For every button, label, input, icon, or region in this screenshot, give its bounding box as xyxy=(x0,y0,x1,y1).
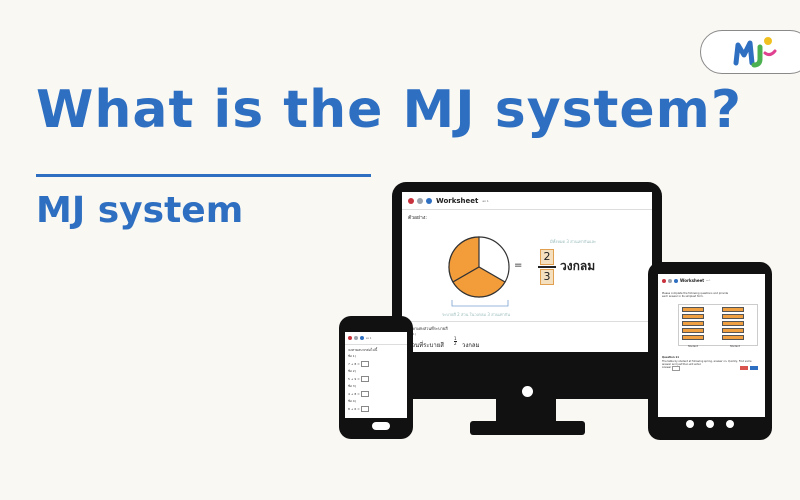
phone-question-label: จงหาผลบวกต่อไปนี้ xyxy=(348,348,378,352)
unit-label: วงกลม xyxy=(560,259,596,273)
tablet-bar-right xyxy=(722,328,745,333)
tablet-bar-left xyxy=(682,307,705,312)
phone-row-text: ข้อ 2) xyxy=(348,369,356,373)
grey-dot-icon xyxy=(668,278,672,283)
tablet-answer-input[interactable] xyxy=(672,366,680,371)
tablet-question-label: Question 11 xyxy=(662,356,679,359)
tablet-worksheet-title: Worksheet xyxy=(680,278,705,283)
tablet-bar-right xyxy=(722,307,745,312)
answer-suffix: วงกลม xyxy=(462,342,480,349)
denominator-box: 3 xyxy=(540,269,554,285)
tablet-question-text: The table by student at following spring… xyxy=(662,360,752,366)
tablet-button-back[interactable] xyxy=(686,420,694,428)
answer-prefix: ส่วนที่ระบายสี xyxy=(408,342,444,349)
phone-screen: ex 1 จงหาผลบวกต่อไปนี้ ข้อ 1) 7 + 8 = ข้อ … xyxy=(345,332,407,418)
answer-denominator: 2 xyxy=(454,341,457,346)
phone-row-text: 8 + 6 = xyxy=(348,406,360,411)
note-bottom: ระบายสี 2 ส่วน ในวงกลม 3 ส่วนเท่ากัน xyxy=(442,312,510,317)
tablet-bar-left xyxy=(682,314,705,319)
pie-bracket-icon xyxy=(451,300,509,307)
phone-row-text: ข้อ 4) xyxy=(348,399,356,403)
tablet-bar-right xyxy=(722,314,745,319)
grey-dot-icon xyxy=(354,336,358,340)
phone-answer-input[interactable] xyxy=(361,391,369,397)
red-dot-icon xyxy=(408,198,414,204)
phone-divider xyxy=(345,344,407,345)
question-label: จงหาเศษส่วนที่ระบายสี xyxy=(408,326,448,331)
tablet-screen: Worksheet ex 1 Please complete the follo… xyxy=(658,274,765,417)
tablet-button-menu[interactable] xyxy=(726,420,734,428)
blue-dot-icon xyxy=(426,198,432,204)
fraction-bar xyxy=(538,266,556,268)
phone-row-text: 5 + 9 = xyxy=(348,376,360,381)
tablet-clear-button[interactable] xyxy=(740,366,748,370)
tablet-submit-button[interactable] xyxy=(750,366,758,370)
phone-row-text: 7 + 8 = xyxy=(348,361,360,366)
example-label: ตัวอย่าง: xyxy=(408,215,427,221)
section-divider xyxy=(402,321,652,322)
phone-answer-input[interactable] xyxy=(361,376,369,382)
answer-numerator: 1 xyxy=(454,336,457,341)
tablet-chart xyxy=(678,304,758,346)
tablet-button-home[interactable] xyxy=(706,420,714,428)
red-dot-icon xyxy=(348,336,352,340)
monitor-base xyxy=(470,421,585,435)
monitor-screen: Worksheet ex 1 ตัวอย่าง: มีทั้งหมด 3 ส่ว… xyxy=(402,192,652,381)
note-top: มีทั้งหมด 3 ส่วนเท่ากันและ xyxy=(550,239,597,244)
blue-dot-icon xyxy=(674,278,678,283)
worksheet-tag: ex 1 xyxy=(482,199,489,203)
grey-dot-icon xyxy=(417,198,423,204)
fraction-pie-icon xyxy=(448,236,510,298)
tablet-answer-label: Answer xyxy=(662,366,672,369)
tablet-bar-left xyxy=(682,321,705,326)
title-divider xyxy=(36,174,371,177)
tablet-bar-right xyxy=(722,335,745,340)
monitor-dark-band xyxy=(402,352,652,381)
worksheet-title: Worksheet xyxy=(436,197,479,205)
phone-home-button[interactable] xyxy=(372,422,390,430)
tablet-header: Worksheet ex 1 xyxy=(662,278,711,283)
tablet-tag: ex 1 xyxy=(706,279,711,282)
tablet-bar-left xyxy=(682,335,705,340)
tablet-bar-right xyxy=(722,321,745,326)
blue-dot-icon xyxy=(360,336,364,340)
answer-fraction: 1 2 xyxy=(454,337,457,346)
worksheet-header: Worksheet ex 1 xyxy=(408,197,489,205)
chart-left-label: Student xyxy=(688,345,698,348)
mj-logo-icon xyxy=(733,37,777,68)
phone-row-text: 4 + 8 = xyxy=(348,391,360,396)
phone-answer-input[interactable] xyxy=(361,361,369,367)
tablet-instructions: Please complete the following questions … xyxy=(662,292,729,298)
header-divider xyxy=(402,209,652,210)
red-dot-icon xyxy=(662,278,666,283)
page-subtitle: MJ system xyxy=(36,190,244,231)
page-title: What is the MJ system? xyxy=(36,80,743,140)
numerator-box: 2 xyxy=(540,249,554,265)
tablet-bar-left xyxy=(682,328,705,333)
phone-tag: ex 1 xyxy=(366,336,372,340)
phone-header: ex 1 xyxy=(348,336,371,340)
phone-row-text: ข้อ 1) xyxy=(348,354,356,358)
phone-row-text: ข้อ 3) xyxy=(348,384,356,388)
chart-right-label: Student xyxy=(730,345,740,348)
phone-answer-input[interactable] xyxy=(361,406,369,412)
monitor-camera-icon xyxy=(522,386,533,397)
equals-sign: = xyxy=(514,260,523,271)
